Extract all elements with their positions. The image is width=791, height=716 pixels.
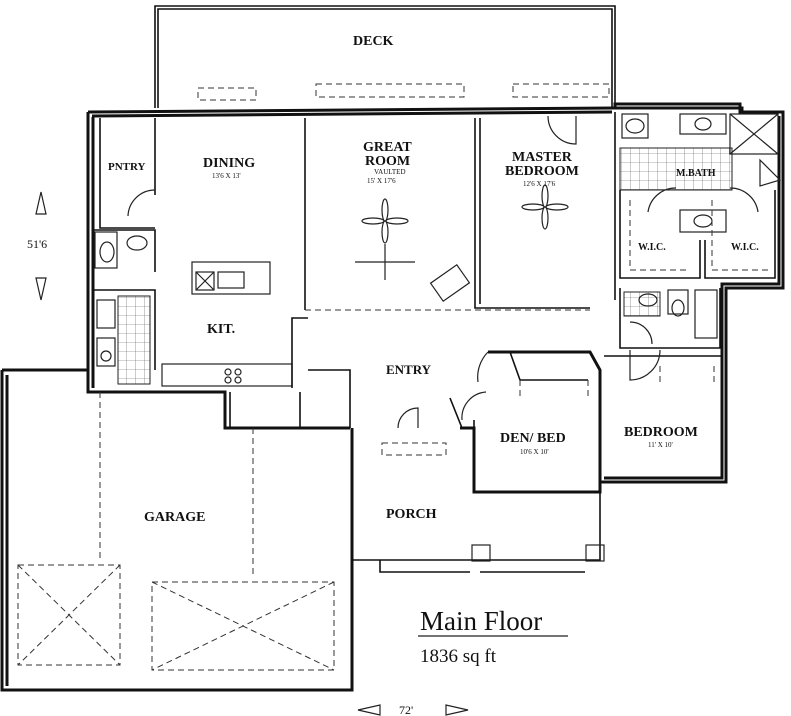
kitchen-area: [161, 118, 590, 388]
width-dimension: 72': [357, 703, 469, 716]
garage: [0, 368, 354, 692]
label-master-2: BEDROOM: [505, 164, 579, 179]
label-wic-left: W.I.C.: [638, 242, 666, 253]
label-great-room-dim: 15' X 17'6: [367, 177, 396, 185]
bedroom-room: [604, 349, 722, 382]
laundry: [93, 289, 156, 385]
width-label: 72': [399, 703, 413, 716]
plan-area: 1836 sq ft: [420, 646, 497, 667]
label-wic-right: W.I.C.: [731, 242, 759, 253]
label-master-bath: M.BATH: [676, 168, 716, 179]
ceiling-fan-great-room: [355, 198, 471, 303]
depth-dimension: 51'6: [27, 191, 47, 301]
master-bath: [614, 112, 782, 300]
den-room: [473, 350, 602, 492]
label-master-dim: 12'6 X 17'6: [523, 180, 556, 188]
label-entry: ENTRY: [386, 362, 432, 377]
plan-title: Main Floor: [420, 606, 542, 636]
label-bedroom: BEDROOM: [624, 425, 698, 440]
depth-label: 51'6: [27, 237, 47, 251]
label-den: DEN/ BED: [500, 431, 566, 446]
label-den-dim: 10'6 X 10': [520, 448, 549, 456]
master-bedroom: [474, 115, 590, 309]
label-kitchen: KIT.: [207, 322, 235, 337]
pantry: [99, 118, 156, 229]
label-porch: PORCH: [386, 507, 437, 522]
label-great-room-note: VAULTED: [374, 168, 406, 176]
label-great-room-1: GREAT: [363, 140, 412, 155]
exterior-walls: [86, 102, 785, 494]
label-bedroom-dim: 11' X 10': [648, 441, 673, 449]
porch: [352, 442, 605, 573]
entry-area: [229, 369, 487, 429]
walk-in-closets: [619, 190, 776, 279]
label-dining-dim: 13'6 X 13': [212, 172, 241, 180]
powder-bath: [93, 229, 156, 272]
label-garage: GARAGE: [144, 510, 205, 525]
label-pantry: PNTRY: [108, 161, 146, 173]
label-dining: DINING: [203, 156, 255, 171]
label-deck: DECK: [353, 34, 394, 49]
deck: [154, 5, 616, 108]
hall-bath: [619, 288, 721, 349]
label-great-room-2: ROOM: [365, 154, 410, 169]
label-master-1: MASTER: [512, 150, 573, 165]
